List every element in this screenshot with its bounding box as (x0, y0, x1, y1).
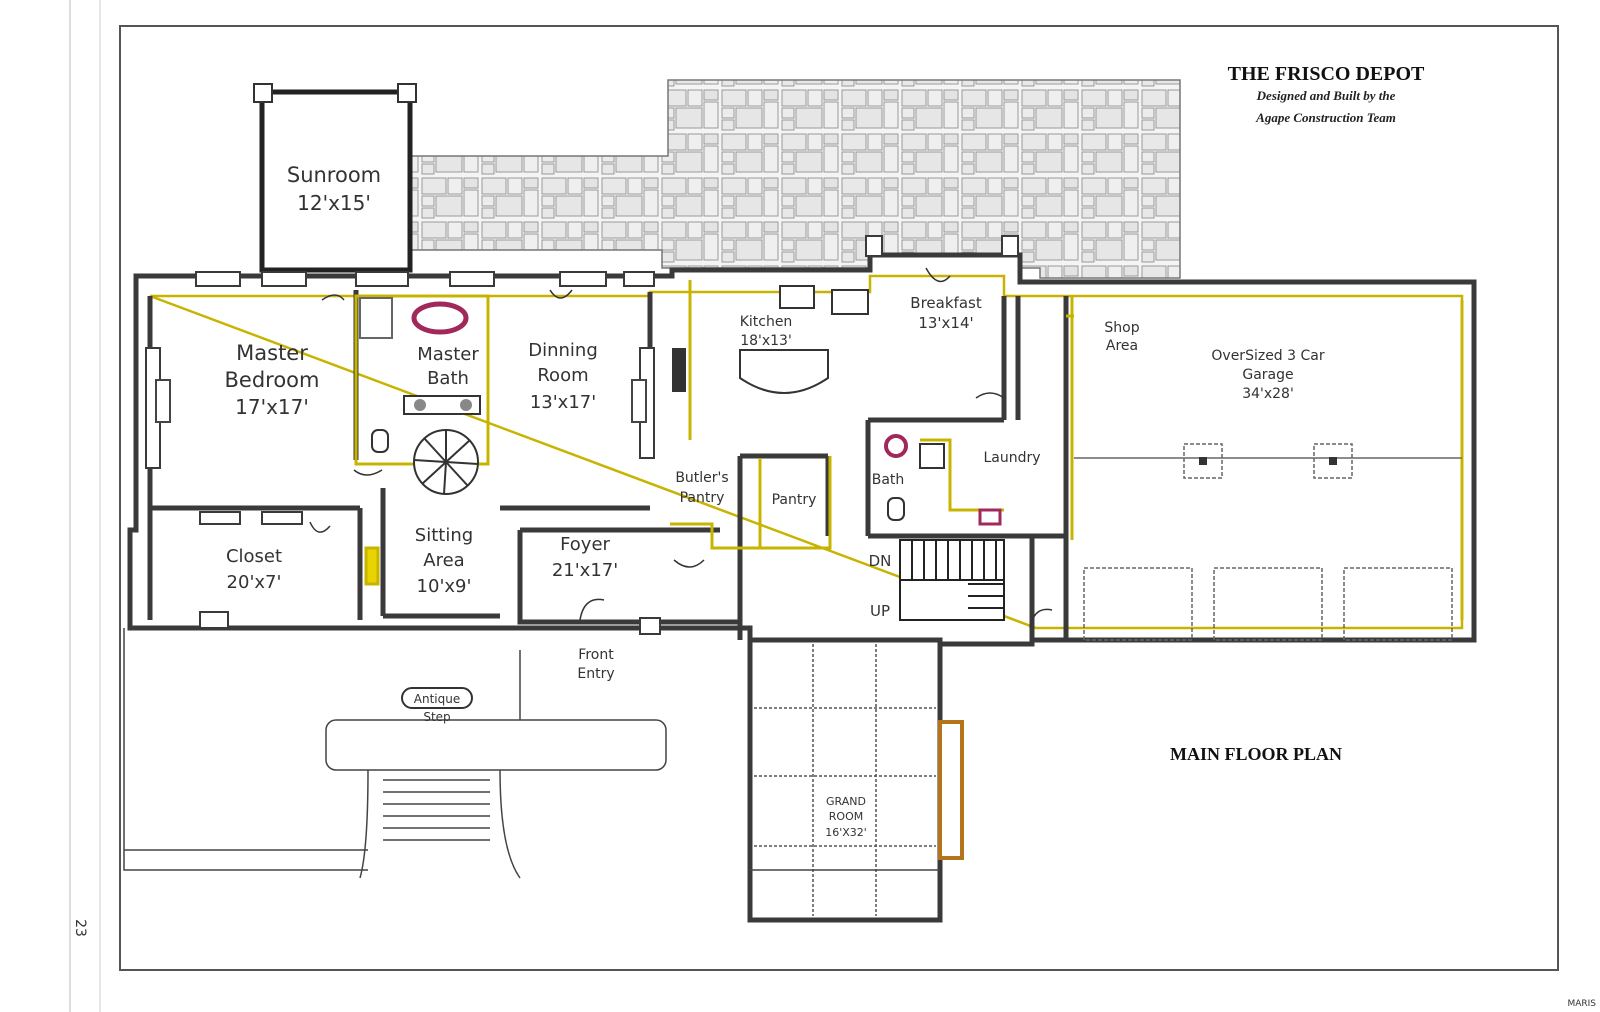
kitchen-island (739, 349, 829, 394)
sitting-area-size: 10'x9' (417, 576, 472, 597)
front-entry-label-2: Entry (577, 666, 614, 682)
bath-toilet (887, 497, 905, 521)
range-hood (672, 348, 686, 392)
butlers-pantry-label-2: Pantry (680, 490, 725, 506)
foyer-label: Foyer (560, 534, 610, 555)
stone-patio (409, 79, 1181, 279)
sunroom-post-nw (253, 83, 273, 103)
stairs-up-label: UP (870, 602, 890, 620)
grand-room (747, 637, 943, 923)
plan-header-subtitle-1: Designed and Built by the (1256, 88, 1396, 103)
foyer-size: 21'x17' (552, 560, 618, 581)
closet-label: Closet (226, 546, 282, 567)
kitchen-counter (779, 285, 815, 309)
plan-header-title: THE FRISCO DEPOT (1228, 63, 1425, 85)
master-tub (411, 301, 469, 335)
fireplace-dining (631, 379, 647, 423)
watermark: MARIS (1567, 999, 1596, 1009)
stairs-down-label: DN (869, 552, 892, 570)
master-shower (359, 297, 393, 339)
windows (145, 235, 1019, 635)
page-border (119, 25, 1559, 971)
master-bath-label-2: Bath (427, 368, 469, 389)
grand-room-bay (938, 720, 964, 860)
butlers-pantry-label-1: Butler's (675, 470, 728, 486)
garage-label-2: Garage (1242, 367, 1293, 383)
bath-label: Bath (872, 472, 905, 488)
kitchen-counter-2 (831, 289, 869, 315)
kitchen-size: 18'x13' (740, 333, 792, 349)
antique-step-label-1: Antique (414, 692, 460, 706)
garage-post-2 (1329, 457, 1337, 465)
master-bath-label-1: Master (417, 344, 479, 365)
door-swings (309, 267, 1053, 629)
spiral-staircase (413, 429, 479, 495)
master-bedroom-label-1: Master (236, 341, 308, 365)
master-bedroom-label-2: Bedroom (225, 368, 320, 392)
breakfast-size: 13'x14' (918, 314, 973, 332)
breakfast-label: Breakfast (910, 294, 982, 312)
dining-room-label-1: Dinning (528, 340, 598, 361)
sunroom-label: Sunroom (287, 163, 381, 187)
grand-room-label-2: ROOM (829, 810, 863, 823)
kitchen-label: Kitchen (740, 314, 793, 330)
garage-post-1 (1199, 457, 1207, 465)
closet-size: 20'x7' (227, 572, 282, 593)
main-stairs (899, 539, 1005, 621)
bath-sink (884, 434, 908, 458)
laundry-sink (978, 508, 1002, 526)
master-toilet (371, 429, 389, 453)
grand-room-grid (754, 644, 936, 916)
pantry-label: Pantry (772, 492, 817, 508)
sunroom-size: 12'x15' (297, 191, 371, 215)
main-floor-plan-label: MAIN FLOOR PLAN (1170, 744, 1342, 764)
sitting-area-label-1: Sitting (415, 525, 473, 546)
master-bedroom-size: 17'x17' (235, 395, 309, 419)
dining-room-size: 13'x17' (530, 392, 596, 413)
antique-step-badge (401, 687, 473, 709)
sunroom-post-ne (397, 83, 417, 103)
laundry-label: Laundry (983, 450, 1040, 466)
front-porch (123, 628, 940, 879)
vanity-sink-2 (460, 399, 472, 411)
garage-label-1: OverSized 3 Car (1211, 348, 1324, 364)
vanity-sink-1 (414, 399, 426, 411)
sitting-area-label-2: Area (423, 550, 464, 571)
grand-room-label-1: GRAND (826, 795, 866, 808)
page-number: 23 (72, 919, 88, 937)
dining-room-label-2: Room (537, 365, 588, 386)
grand-room-size: 16'X32' (825, 826, 867, 839)
antique-step-label-2: Step (423, 710, 450, 724)
fireplace-bedroom (155, 379, 171, 423)
garage-size: 34'x28' (1242, 386, 1294, 402)
sunroom (259, 89, 413, 273)
front-entry-label-1: Front (578, 647, 614, 663)
garage-doors (1074, 443, 1462, 641)
shop-area-label-1: Shop (1104, 320, 1139, 336)
laundry-machine (919, 443, 945, 469)
shop-area-label-2: Area (1106, 338, 1138, 354)
house-main-walls (127, 252, 1477, 647)
plan-header-subtitle-2: Agape Construction Team (1255, 110, 1396, 125)
